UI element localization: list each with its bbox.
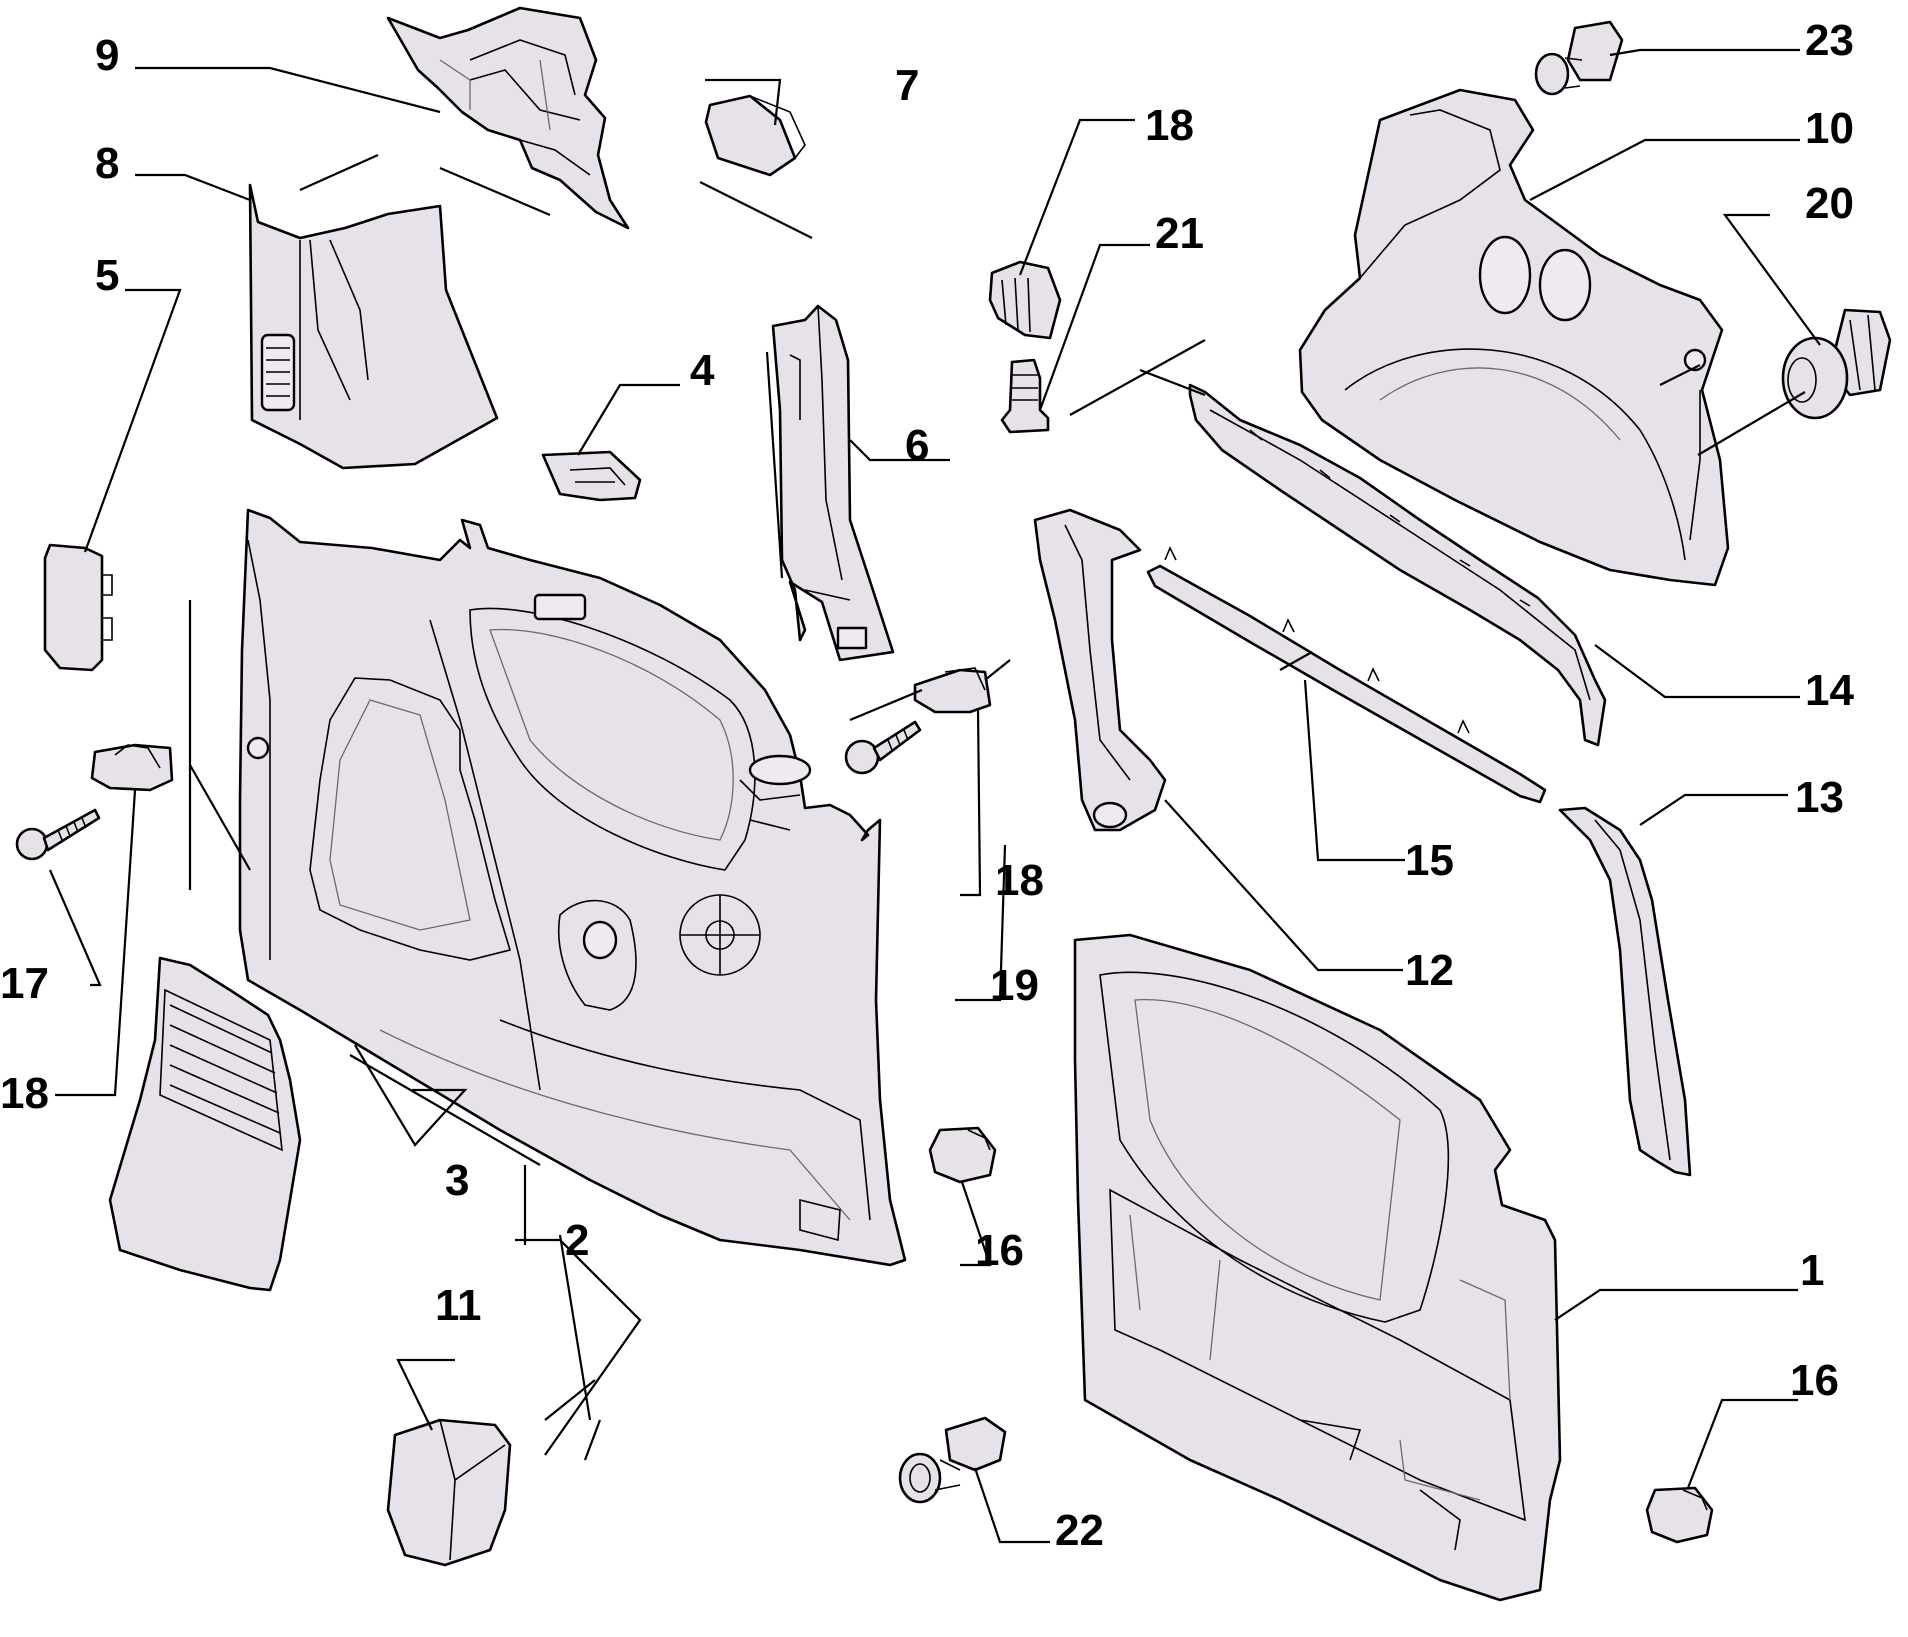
part-18-push-clip-middle bbox=[913, 667, 992, 714]
callout-9: 9 bbox=[95, 31, 119, 80]
part-17-screw bbox=[15, 808, 101, 861]
callout-6: 6 bbox=[905, 421, 929, 470]
callout-18-top: 18 bbox=[1145, 101, 1194, 150]
callout-labels: 9 8 5 4 7 6 18 21 23 10 20 14 13 15 12 1… bbox=[0, 16, 1854, 1555]
part-18-push-clip-top bbox=[988, 260, 1062, 340]
callout-1: 1 bbox=[1800, 1246, 1824, 1295]
callout-23: 23 bbox=[1805, 16, 1854, 65]
callout-7: 7 bbox=[895, 61, 919, 110]
part-16-push-nut-middle bbox=[928, 1126, 997, 1184]
part-6-b-pillar-trim bbox=[771, 304, 895, 662]
part-14-trim-strip bbox=[1188, 383, 1607, 747]
part-5-cover-cap bbox=[43, 543, 113, 672]
callout-12: 12 bbox=[1405, 946, 1454, 995]
part-21-bolt bbox=[1000, 358, 1050, 434]
callout-8: 8 bbox=[95, 139, 119, 188]
part-9-upper-pillar-trim bbox=[386, 6, 630, 230]
callout-2: 2 bbox=[565, 1216, 589, 1265]
part-23-push-rivet bbox=[1534, 20, 1624, 96]
callout-16-right: 16 bbox=[1790, 1356, 1839, 1405]
callout-20: 20 bbox=[1805, 179, 1854, 228]
callout-5: 5 bbox=[95, 251, 119, 300]
part-4-clip-cover bbox=[541, 450, 642, 502]
callout-13: 13 bbox=[1795, 773, 1844, 822]
callout-15: 15 bbox=[1405, 836, 1454, 885]
part-20-push-rivet bbox=[1781, 308, 1892, 420]
part-12-rear-pillar-trim bbox=[1033, 508, 1167, 832]
callout-3: 3 bbox=[445, 1156, 469, 1205]
part-8-pillar-lower-trim bbox=[248, 183, 499, 470]
callout-22: 22 bbox=[1055, 1506, 1104, 1555]
part-2-main-side-panel bbox=[238, 508, 907, 1267]
part-13-door-frame-trim bbox=[1558, 806, 1692, 1177]
callout-21: 21 bbox=[1155, 209, 1204, 258]
callout-10: 10 bbox=[1805, 104, 1854, 153]
callout-11: 11 bbox=[435, 1281, 482, 1330]
part-1-door-panel bbox=[1073, 933, 1562, 1602]
part-3-lower-grille-trim bbox=[108, 956, 302, 1292]
part-22-push-rivet bbox=[898, 1416, 1007, 1504]
callout-18-middle: 18 bbox=[995, 856, 1044, 905]
part-11-end-cap bbox=[386, 1418, 512, 1567]
part-16-push-nut-right bbox=[1645, 1486, 1714, 1544]
callout-14: 14 bbox=[1805, 666, 1854, 715]
part-19-screw bbox=[844, 720, 922, 775]
part-18-push-clip-left bbox=[90, 743, 174, 792]
leader-lines bbox=[48, 48, 1821, 1544]
part-10-wheel-arch-trim bbox=[1298, 88, 1730, 587]
callout-17: 17 bbox=[0, 959, 49, 1008]
callout-18-left: 18 bbox=[0, 1069, 49, 1118]
part-7-small-cover bbox=[704, 94, 806, 177]
callout-16-middle: 16 bbox=[975, 1226, 1024, 1275]
part-15-rail-strip bbox=[1146, 546, 1547, 804]
callout-19: 19 bbox=[990, 961, 1039, 1010]
callout-4: 4 bbox=[690, 346, 715, 395]
